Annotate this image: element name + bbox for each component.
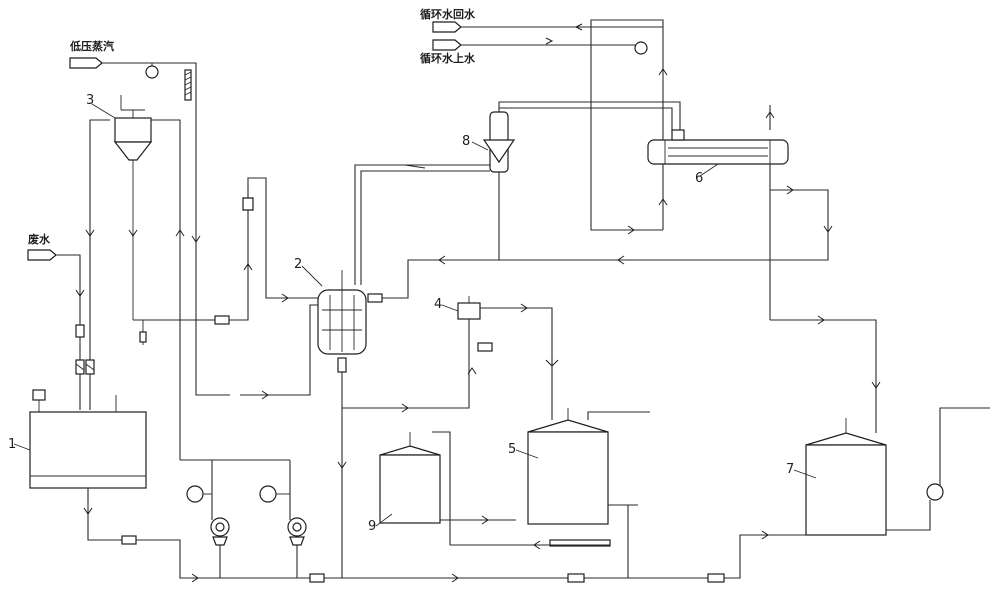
wastewater-line bbox=[56, 254, 95, 410]
equipment-8-condenser bbox=[482, 101, 681, 260]
equipment-1-tank bbox=[29, 389, 147, 489]
bottom-header bbox=[309, 573, 725, 583]
label-4: 4 bbox=[434, 297, 442, 312]
flow-arrows bbox=[75, 23, 881, 583]
wastewater-label: 废水 bbox=[28, 232, 51, 246]
cooling-water-lines bbox=[461, 26, 663, 55]
cw-return-tag bbox=[432, 21, 462, 33]
equipment-9-tank bbox=[379, 431, 610, 546]
label-1: 1 bbox=[8, 437, 16, 452]
equipment-7-tank bbox=[638, 319, 990, 579]
label-6: 6 bbox=[695, 171, 703, 186]
tank1-outlet-and-pumps bbox=[87, 459, 310, 579]
cw-supply-tag bbox=[432, 39, 462, 51]
equipment-5-tank bbox=[527, 408, 650, 578]
wastewater-inlet-tag bbox=[27, 249, 57, 261]
equipment-4-filter bbox=[342, 296, 553, 420]
label-8: 8 bbox=[462, 134, 470, 149]
cw-supply-label: 循环水上水 bbox=[420, 51, 476, 65]
equipment-3-separator bbox=[89, 95, 181, 460]
vapor-line bbox=[354, 164, 490, 285]
label-5: 5 bbox=[508, 442, 516, 457]
steam-line bbox=[102, 62, 320, 396]
separator-to-reactor-line bbox=[133, 177, 318, 345]
label-3: 3 bbox=[86, 93, 94, 108]
label-7: 7 bbox=[786, 462, 794, 477]
equipment-6-exchanger bbox=[590, 19, 789, 320]
cw-return-label: 循环水回水 bbox=[420, 7, 476, 21]
label-9: 9 bbox=[368, 519, 376, 534]
steam-inlet-tag bbox=[69, 57, 103, 69]
label-2: 2 bbox=[294, 257, 302, 272]
steam-label: 低压蒸汽 bbox=[69, 39, 114, 53]
